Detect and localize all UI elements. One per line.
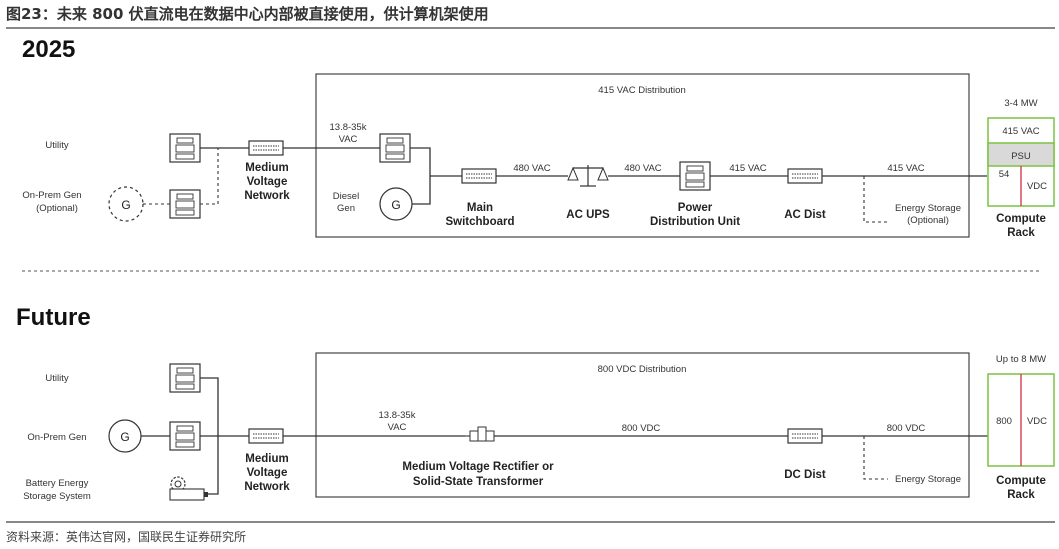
top-480-label-a: 480 VAC (513, 163, 550, 174)
top-pdu-label-2: Distribution Unit (650, 216, 740, 228)
bottom-distribution-box (315, 352, 970, 498)
top-diesel-label-2: Gen (337, 203, 355, 214)
top-compute-label-1: Compute (996, 213, 1046, 225)
bottom-dcdist-label: DC Dist (784, 469, 826, 481)
top-mv-label-3: Network (244, 190, 290, 202)
bottom-compute-label-1: Compute (996, 475, 1046, 487)
bottom-distribution-label: 800 VDC Distribution (598, 364, 687, 375)
top-es-label-1: Energy Storage (895, 203, 961, 214)
bottom-es-label: Energy Storage (895, 474, 961, 485)
top-power-label: 3-4 MW (1004, 98, 1037, 109)
top-main-switchboard-icon (461, 168, 497, 184)
top-pdu-label-1: Power (678, 202, 713, 214)
bottom-800-label-b: 800 VDC (887, 423, 926, 434)
top-input-voltage-2: VAC (339, 134, 358, 145)
top-ups-label: AC UPS (566, 209, 610, 221)
bottom-compute-rack (987, 373, 1055, 467)
bottom-utility-label: Utility (45, 373, 68, 384)
top-utility-switch-icon (169, 133, 201, 163)
bottom-energy-storage-link (863, 436, 888, 480)
bottom-battery-label-1: Battery Energy (26, 478, 89, 489)
bottom-input-voltage-1: 13.8-35k (379, 410, 416, 421)
top-es-label-2: (Optional) (907, 215, 949, 226)
top-distribution-label: 415 VAC Distribution (598, 85, 685, 96)
top-pdu-icon (679, 161, 711, 191)
top-energy-storage-link (863, 176, 888, 223)
top-acdist-icon (787, 168, 823, 184)
bottom-onprem-label: On-Prem Gen (27, 432, 86, 443)
top-480-label-b: 480 VAC (624, 163, 661, 174)
top-input-voltage-1: 13.8-35k (330, 122, 367, 133)
top-onprem-generator-symbol: G (121, 198, 130, 212)
bottom-battery-label-2: Storage System (23, 491, 91, 502)
top-415-label-a: 415 VAC (729, 163, 766, 174)
bottom-onprem-switch-icon (169, 421, 201, 451)
battery-storage-icon (169, 476, 208, 501)
top-rack-vac: 415 VAC (1002, 126, 1039, 137)
top-compute-rack (987, 117, 1055, 207)
top-distribution-box (315, 73, 970, 238)
bottom-mv-label-2: Voltage (247, 467, 288, 479)
top-heading: 2025 (22, 36, 75, 63)
top-main-label-2: Switchboard (445, 216, 514, 228)
top-rack-54: 54 (999, 169, 1010, 180)
top-mv-label-1: Medium (245, 162, 288, 174)
bottom-mv-label-3: Network (244, 481, 290, 493)
top-input-switch-icon (379, 133, 411, 163)
top-diesel-label-1: Diesel (333, 191, 359, 202)
bottom-rack-800: 800 (996, 416, 1012, 427)
top-compute-label-2: Rack (1007, 227, 1035, 239)
bottom-onprem-generator-symbol: G (120, 430, 129, 444)
top-ac-ups-icon (567, 165, 609, 187)
bottom-heading: Future (16, 304, 91, 331)
figure-title: 图23：未来 800 伏直流电在数据中心内部被直接使用，供计算机架使用 (6, 5, 489, 23)
top-onprem-to-mv-link (200, 148, 219, 205)
bottom-input-voltage-2: VAC (388, 422, 407, 433)
top-mv-network-icon (248, 140, 284, 156)
title-divider (6, 27, 1055, 29)
top-onprem-label-1: On-Prem Gen (22, 190, 81, 201)
top-onprem-label-2: (Optional) (36, 203, 78, 214)
top-onprem-switch-icon (169, 189, 201, 219)
bottom-power-label: Up to 8 MW (996, 354, 1046, 365)
bottom-rack-vdc: VDC (1027, 416, 1047, 427)
bottom-utility-switch-icon (169, 363, 201, 393)
top-main-label-1: Main (467, 202, 493, 214)
bottom-mv-network-icon (248, 428, 284, 444)
top-utility-label: Utility (45, 140, 68, 151)
top-diesel-generator-symbol: G (391, 198, 400, 212)
figure-source: 资料来源：英伟达官网，国联民生证券研究所 (6, 530, 247, 544)
top-acdist-label: AC Dist (784, 209, 826, 221)
top-rack-psu: PSU (1011, 151, 1031, 162)
bottom-rectifier-label-2: Solid-State Transformer (413, 476, 544, 488)
bottom-rectifier-label-1: Medium Voltage Rectifier or (402, 461, 554, 473)
top-rack-vdc: VDC (1027, 181, 1047, 192)
bottom-compute-label-2: Rack (1007, 489, 1035, 501)
bottom-mv-label-1: Medium (245, 453, 288, 465)
footer-divider (6, 521, 1055, 523)
top-415-label-b: 415 VAC (887, 163, 924, 174)
bottom-800-label-a: 800 VDC (622, 423, 661, 434)
top-mv-label-2: Voltage (247, 176, 288, 188)
bottom-dcdist-icon (787, 428, 823, 444)
